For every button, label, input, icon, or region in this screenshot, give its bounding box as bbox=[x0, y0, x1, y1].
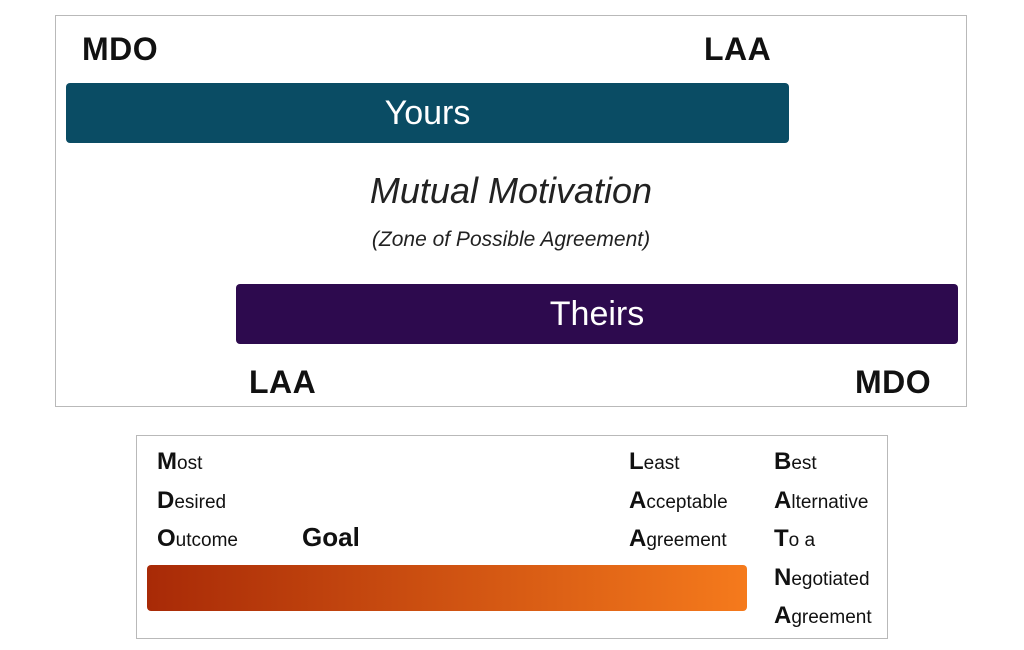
yours-laa-label: LAA bbox=[704, 31, 772, 67]
outcome-gradient-bar bbox=[147, 565, 747, 611]
laa-line: Agreement bbox=[629, 525, 727, 552]
laa-acronym: Least Acceptable Agreement bbox=[629, 443, 728, 559]
legend-panel: Most Desired Outcome Goal Least Acceptab… bbox=[136, 435, 888, 639]
batna-line: Alternative bbox=[774, 486, 869, 514]
mdo-line: Desired bbox=[157, 486, 227, 514]
batna-line: Negotiated bbox=[774, 563, 870, 591]
batna-line: Agreement bbox=[774, 602, 872, 629]
zopa-subtitle: (Zone of Possible Agreement) bbox=[371, 228, 651, 251]
batna-line: To a bbox=[774, 525, 816, 552]
yours-mdo-label: MDO bbox=[82, 31, 159, 67]
laa-line: Least bbox=[629, 448, 680, 475]
laa-line: Acceptable bbox=[629, 486, 728, 514]
theirs-laa-label: LAA bbox=[249, 364, 317, 400]
theirs-bar-label: Theirs bbox=[549, 295, 645, 333]
mutual-motivation-title: Mutual Motivation bbox=[369, 170, 653, 211]
goal-label: Goal bbox=[302, 522, 360, 552]
mdo-line: Outcome bbox=[157, 525, 238, 552]
mdo-acronym: Most Desired Outcome bbox=[157, 443, 238, 559]
zopa-panel: MDO LAA Yours Mutual Motivation (Zone of… bbox=[55, 15, 967, 407]
yours-bar: Yours bbox=[66, 83, 789, 143]
batna-acronym: Best Alternative To a Negotiated Agreeme… bbox=[774, 443, 872, 636]
theirs-bar: Theirs bbox=[236, 284, 958, 344]
yours-bar-label: Yours bbox=[384, 94, 471, 132]
batna-line: Best bbox=[774, 448, 817, 475]
mdo-line: Most bbox=[157, 448, 203, 475]
theirs-mdo-label: MDO bbox=[855, 364, 932, 400]
